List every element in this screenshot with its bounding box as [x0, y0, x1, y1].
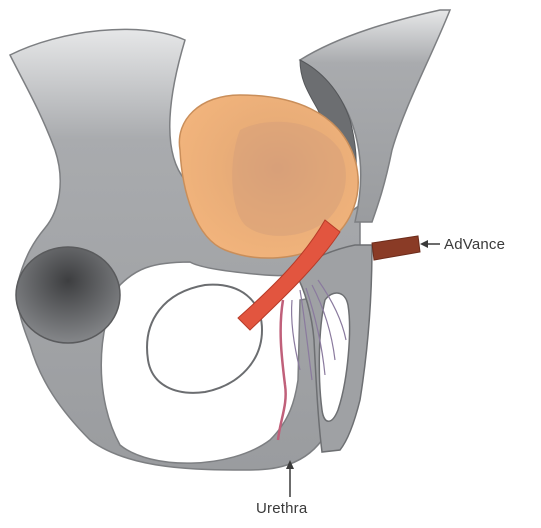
acetabulum	[16, 247, 120, 343]
urethra-label: Urethra	[256, 500, 307, 517]
urethra	[278, 300, 286, 440]
obturator-foramen	[147, 285, 262, 393]
advance-label: AdVance	[444, 236, 505, 253]
advance-arm	[372, 236, 420, 260]
advance-pointer-arrow	[420, 240, 428, 248]
